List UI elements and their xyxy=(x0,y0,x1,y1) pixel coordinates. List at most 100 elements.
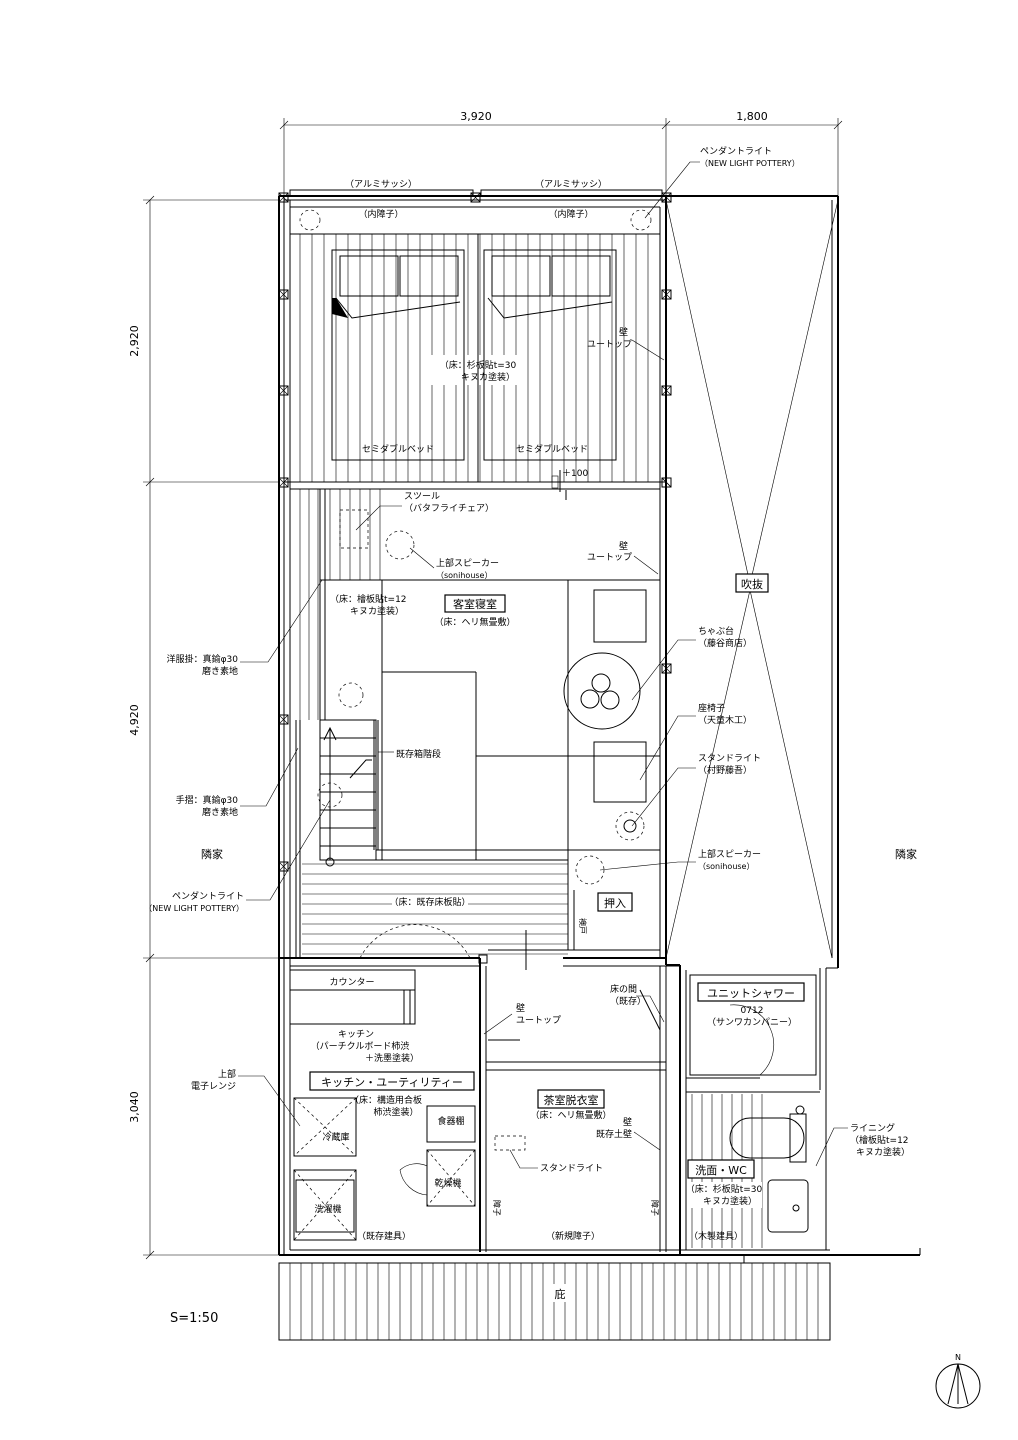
landing-floor: 押入 襖戸 （床：既存床板貼） xyxy=(302,850,660,970)
label-wall-4b: 既存土壁 xyxy=(596,1128,632,1140)
label-dryer: 乾燥機 xyxy=(434,1177,461,1189)
label-hanger-1: 洋服掛：真鍮φ30 xyxy=(167,653,239,665)
room-eaves: 庇 xyxy=(555,1287,566,1301)
bedroom-floor-boards xyxy=(299,234,649,482)
label-speaker-2b: （sonihouse） xyxy=(698,862,754,871)
dim-left-lower: 3,040 xyxy=(128,1091,141,1123)
label-washer: 洗濯機 xyxy=(314,1203,341,1215)
stair xyxy=(295,719,379,958)
bed-right xyxy=(483,249,617,461)
kitchen: キッチン・ユーティリティー xyxy=(289,969,476,1241)
label-wood-fittings: （木製建具） xyxy=(689,1230,743,1242)
label-wall-2b: ユートップ xyxy=(587,552,632,563)
room-unit-shower: ユニットシャワー xyxy=(707,987,795,1000)
label-standlight-1: スタンドライト xyxy=(698,753,761,764)
label-kitchen-2: （パーチクルボード柿渋 xyxy=(311,1040,410,1052)
label-alumi-sash-1: （アルミサッシ） xyxy=(345,179,417,190)
label-lining-3: キヌカ塗装） xyxy=(856,1146,910,1158)
label-standlight-3: スタンドライト xyxy=(540,1163,603,1174)
label-hinoki-1: （床：檜板貼t=12 xyxy=(330,593,407,605)
label-speaker-2a: 上部スピーカー xyxy=(698,848,761,860)
label-fusuma: 襖戸 xyxy=(578,918,588,934)
scale-label: S=1:50 xyxy=(170,1311,218,1326)
label-handrail-2: 磨き素地 xyxy=(202,806,238,818)
label-wall-1b: ユートップ xyxy=(587,339,632,350)
room-unit-shower-model: 0712 xyxy=(741,1006,764,1016)
label-zaisu-1: 座椅子 xyxy=(698,702,725,714)
room-oshiire: 押入 xyxy=(604,896,626,910)
walls xyxy=(278,195,920,1256)
label-wall-1a: 壁 xyxy=(619,326,628,338)
label-stool-2: （バタフライチェア） xyxy=(404,503,494,514)
bed-left xyxy=(331,249,465,461)
fukinuke-void: 吹抜 xyxy=(665,199,839,959)
label-range-2: 電子レンジ xyxy=(191,1081,236,1092)
label-existing-fittings: （既存建具） xyxy=(357,1230,411,1242)
room-tea-room-floor: （床：ヘリ無畳敷） xyxy=(530,1109,611,1121)
dim-top-right: 1,800 xyxy=(736,110,768,123)
north-arrow-icon: N xyxy=(935,1353,981,1409)
room-guest-bedroom: 客室寝室 xyxy=(453,597,497,611)
label-tokonoma-1: 床の間 xyxy=(610,983,637,995)
label-alumi-sash-2: （アルミサッシ） xyxy=(535,179,607,190)
label-lining-2: （檜板貼t=12 xyxy=(850,1134,909,1146)
label-wall-4a: 壁 xyxy=(623,1116,632,1128)
room-tea-room: 茶室脱衣室 xyxy=(544,1093,599,1107)
label-stool-1: スツール xyxy=(404,492,440,502)
label-bed-2: セミダブルベッド xyxy=(516,443,588,455)
label-bed-floor-1: （床：杉板貼t=30 xyxy=(440,359,517,371)
label-counter: カウンター xyxy=(329,977,374,988)
neighbor-right: 隣家 xyxy=(895,847,917,861)
columns xyxy=(278,192,672,964)
label-dish-shelf: 食器棚 xyxy=(437,1115,464,1127)
label-kitchen-1: キッチン xyxy=(338,1029,374,1040)
label-wall-2a: 壁 xyxy=(619,540,628,552)
unit-shower: ユニットシャワー 0712 （サンワカンパニー） xyxy=(689,974,817,1076)
label-shoji-2: 障子 xyxy=(650,1200,660,1216)
label-kitchen-floor-1: （床：構造用合板 xyxy=(350,1094,422,1106)
room-washroom-floor-2: キヌカ塗装） xyxy=(703,1195,757,1207)
label-wall-3a: 壁 xyxy=(516,1002,525,1014)
label-wall-3b: ユートップ xyxy=(516,1015,561,1026)
tea-room: 茶室脱衣室 （床：ヘリ無畳敷） xyxy=(488,989,661,1151)
label-kitchen-3: ＋洗墨塗装） xyxy=(365,1052,419,1064)
label-pendant-1-sub: （NEW LIGHT POTTERY） xyxy=(700,159,800,168)
label-bed-floor-2: キヌカ塗装） xyxy=(461,371,515,383)
label-fridge: 冷蔵庫 xyxy=(322,1131,349,1143)
room-washroom: 洗面・WC xyxy=(695,1164,747,1177)
washroom: 洗面・WC （床：杉板貼t=30 キヌカ塗装） （木製建具） xyxy=(686,1094,809,1248)
dim-top-left: 3,920 xyxy=(460,110,492,123)
label-standlight-2: （村野藤吾） xyxy=(698,764,752,776)
room-guest-bedroom-floor: （床：ヘリ無畳敷） xyxy=(434,616,515,628)
label-bed-1: セミダブルベッド xyxy=(362,443,434,455)
label-chabudai-1: ちゃぶ台 xyxy=(698,625,734,637)
label-inner-shoji-2: （内障子） xyxy=(548,208,593,220)
label-range-1: 上部 xyxy=(218,1068,236,1080)
label-hanger-2: 磨き素地 xyxy=(202,665,238,677)
label-pendant-2-sub: （NEW LIGHT POTTERY） xyxy=(144,904,244,913)
neighbor-left: 隣家 xyxy=(201,847,223,861)
room-washroom-floor-1: （床：杉板貼t=30 xyxy=(686,1183,763,1195)
label-handrail-1: 手摺：真鍮φ30 xyxy=(176,794,239,806)
label-chabudai-2: （藤谷商店） xyxy=(698,637,752,649)
label-zaisu-2: （天童木工） xyxy=(698,714,752,726)
label-existing-floor: （床：既存床板貼） xyxy=(389,896,470,908)
label-inner-shoji-1: （内障子） xyxy=(358,208,403,220)
label-plus100: ＋100 xyxy=(562,468,588,479)
room-kitchen-utility: キッチン・ユーティリティー xyxy=(321,1076,463,1089)
label-speaker-1a: 上部スピーカー xyxy=(436,557,499,569)
label-pendant-2: ペンダントライト xyxy=(172,890,244,902)
label-hinoki-2: キヌカ塗装） xyxy=(350,605,404,617)
label-lining-1: ライニング xyxy=(850,1122,895,1134)
label-tokonoma-2: （既存） xyxy=(610,995,646,1007)
eaves: 庇 xyxy=(278,1248,921,1341)
label-stair: 既存箱階段 xyxy=(396,748,441,760)
label-speaker-1b: （sonihouse） xyxy=(436,571,492,580)
room-fukinuke: 吹抜 xyxy=(741,577,763,591)
label-new-shoji: （新規障子） xyxy=(546,1230,600,1242)
dimension-lines: 3,920 1,800 2,920 4,920 3,040 xyxy=(128,110,843,1260)
room-unit-shower-maker: （サンワカンパニー） xyxy=(707,1017,797,1028)
label-kitchen-floor-2: 柿渋塗装） xyxy=(373,1106,418,1118)
guest-bedroom: 客室寝室 （床：ヘリ無畳敷） xyxy=(299,489,660,861)
